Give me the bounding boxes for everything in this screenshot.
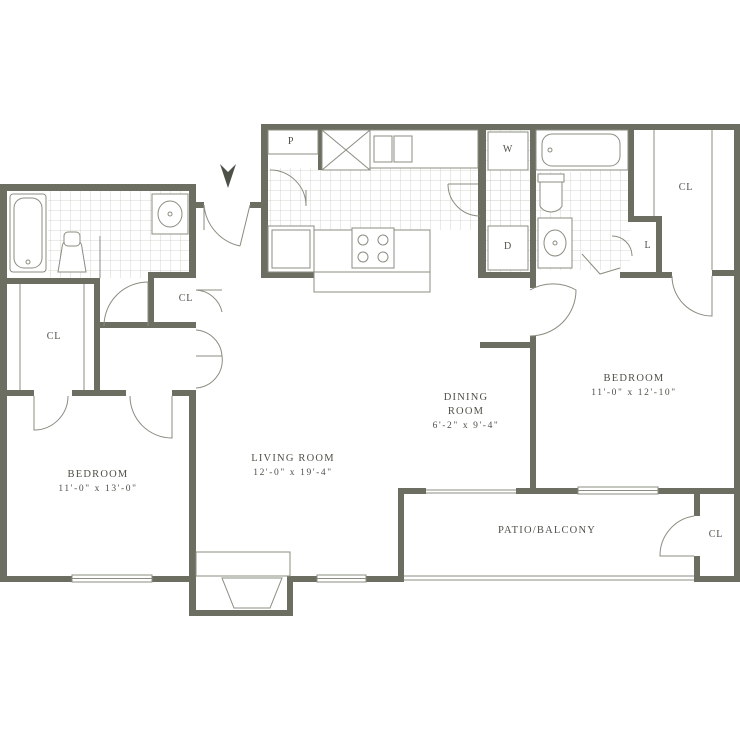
entry-arrow-icon — [220, 164, 236, 188]
windows — [71, 486, 694, 609]
closet-right-label: CL — [678, 182, 694, 193]
bedroom-right-label: Bedroom 11'-0" x 12'-10" — [591, 372, 677, 400]
bedroom-right-name: Bedroom — [603, 373, 665, 384]
laundry-fixtures — [487, 131, 529, 271]
kitchen-fixtures — [267, 129, 479, 293]
bedroom-right-dims: 11'-0" x 12'-10" — [591, 388, 677, 398]
walls — [0, 124, 740, 616]
washer-label: W — [502, 144, 514, 155]
patio-name: Patio/Balcony — [497, 525, 597, 536]
closet-left-label: CL — [46, 331, 62, 342]
bedroom-left-name: Bedroom — [67, 469, 129, 480]
right-bath-fixtures — [535, 129, 713, 270]
dining-room-dims: 6'-2" x 9'-4" — [432, 421, 500, 431]
left-bath-fixtures — [9, 193, 189, 278]
bedroom-left-label: Bedroom 11'-0" x 13'-0" — [58, 468, 137, 496]
doors — [33, 169, 713, 557]
living-room-label: Living Room 12'-0" x 19'-4" — [251, 452, 335, 480]
pantry-label: P — [287, 136, 295, 147]
living-room-dims: 12'-0" x 19'-4" — [253, 468, 333, 478]
dining-room-name-2: Room — [447, 406, 485, 417]
dining-room-name-1: Dining — [443, 392, 489, 403]
closet-hall-label: CL — [178, 293, 194, 304]
bedroom-left-dims: 11'-0" x 13'-0" — [58, 484, 138, 494]
linen-closet-label: L — [644, 240, 652, 251]
dryer-label: D — [503, 241, 513, 252]
closet-rods — [19, 284, 85, 390]
living-room-name: Living Room — [251, 453, 335, 464]
patio-label: Patio/Balcony — [498, 524, 596, 538]
closet-patio-label: CL — [708, 529, 724, 540]
dining-room-label: Dining Room 6'-2" x 9'-4" — [433, 391, 500, 433]
